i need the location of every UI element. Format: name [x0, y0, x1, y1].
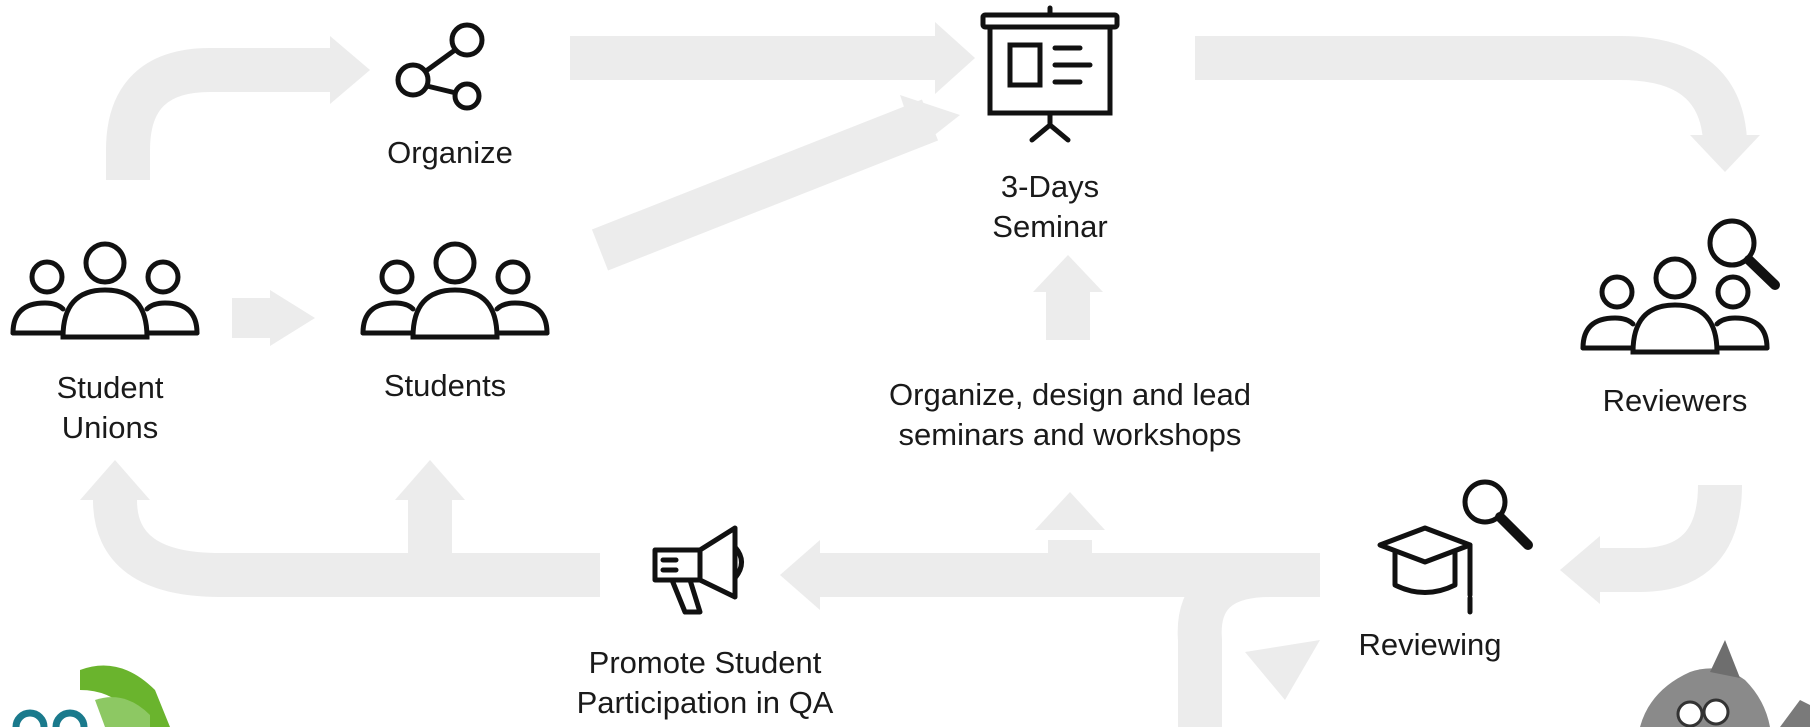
students-label: Students — [355, 366, 535, 406]
megaphone-icon — [652, 525, 744, 615]
presentation-board-icon — [980, 5, 1120, 143]
center-caption: Organize, design and lead seminars and w… — [820, 375, 1320, 456]
student-unions-label-line2: Unions — [61, 410, 159, 446]
arrowhead-seminar-diag — [900, 95, 960, 148]
arrowhead-unions-up — [80, 460, 150, 500]
seminar-label-line2: Seminar — [992, 209, 1108, 245]
flow-arrows — [93, 36, 1747, 727]
mascot-image — [1640, 640, 1810, 727]
arrowhead-reviewing — [1560, 536, 1600, 604]
promote-label-line2: Participation in QA — [576, 685, 834, 721]
people-group-icon — [10, 241, 200, 340]
graduation-cap-search-icon — [1377, 479, 1533, 615]
arrowhead-students — [270, 290, 315, 346]
arrow-reviewers-to-reviewing — [1600, 484, 1742, 592]
seminar-label: 3-Days Seminar — [950, 167, 1150, 248]
reviewers-label: Reviewers — [1575, 381, 1775, 421]
center-caption-line1: Organize, design and lead — [889, 377, 1251, 412]
organization-logo — [12, 665, 170, 727]
share-icon — [395, 22, 485, 111]
arrowhead-students-up — [395, 460, 465, 500]
people-search-icon — [1580, 218, 1780, 355]
student-unions-label-line1: Student — [56, 370, 164, 405]
students-label-text: Students — [383, 368, 507, 403]
arrowhead-caption-up — [1035, 492, 1105, 530]
arrowhead-seminar-up — [1033, 255, 1103, 292]
arrow-promote-to-unions — [93, 498, 600, 597]
reviewers-label-text: Reviewers — [1602, 383, 1748, 418]
reviewing-label-text: Reviewing — [1358, 627, 1502, 662]
student-unions-label: Student Unions — [20, 368, 200, 449]
arrowhead-seminar-top — [935, 22, 975, 94]
promote-label-line1: Promote Student — [588, 645, 822, 680]
arrow-heads — [80, 22, 1760, 700]
seminar-label-line1: 3-Days — [1000, 169, 1100, 204]
reviewing-label: Reviewing — [1330, 625, 1530, 665]
organize-label: Organize — [350, 133, 550, 173]
arrowhead-organize — [330, 36, 370, 104]
organize-label-text: Organize — [387, 135, 513, 170]
arrowhead-promote — [780, 540, 820, 610]
people-group-icon — [360, 241, 550, 340]
center-caption-line2: seminars and workshops — [898, 417, 1242, 453]
arrowhead-loop — [1245, 640, 1320, 700]
arrow-unions-to-organize — [106, 48, 330, 180]
promote-label: Promote Student Participation in QA — [545, 643, 865, 724]
arrowhead-reviewers — [1690, 135, 1760, 172]
arrow-seminar-to-reviewers — [1195, 36, 1747, 143]
arrow-center-loop — [1177, 553, 1320, 727]
arrow-students-to-seminar — [591, 99, 939, 271]
